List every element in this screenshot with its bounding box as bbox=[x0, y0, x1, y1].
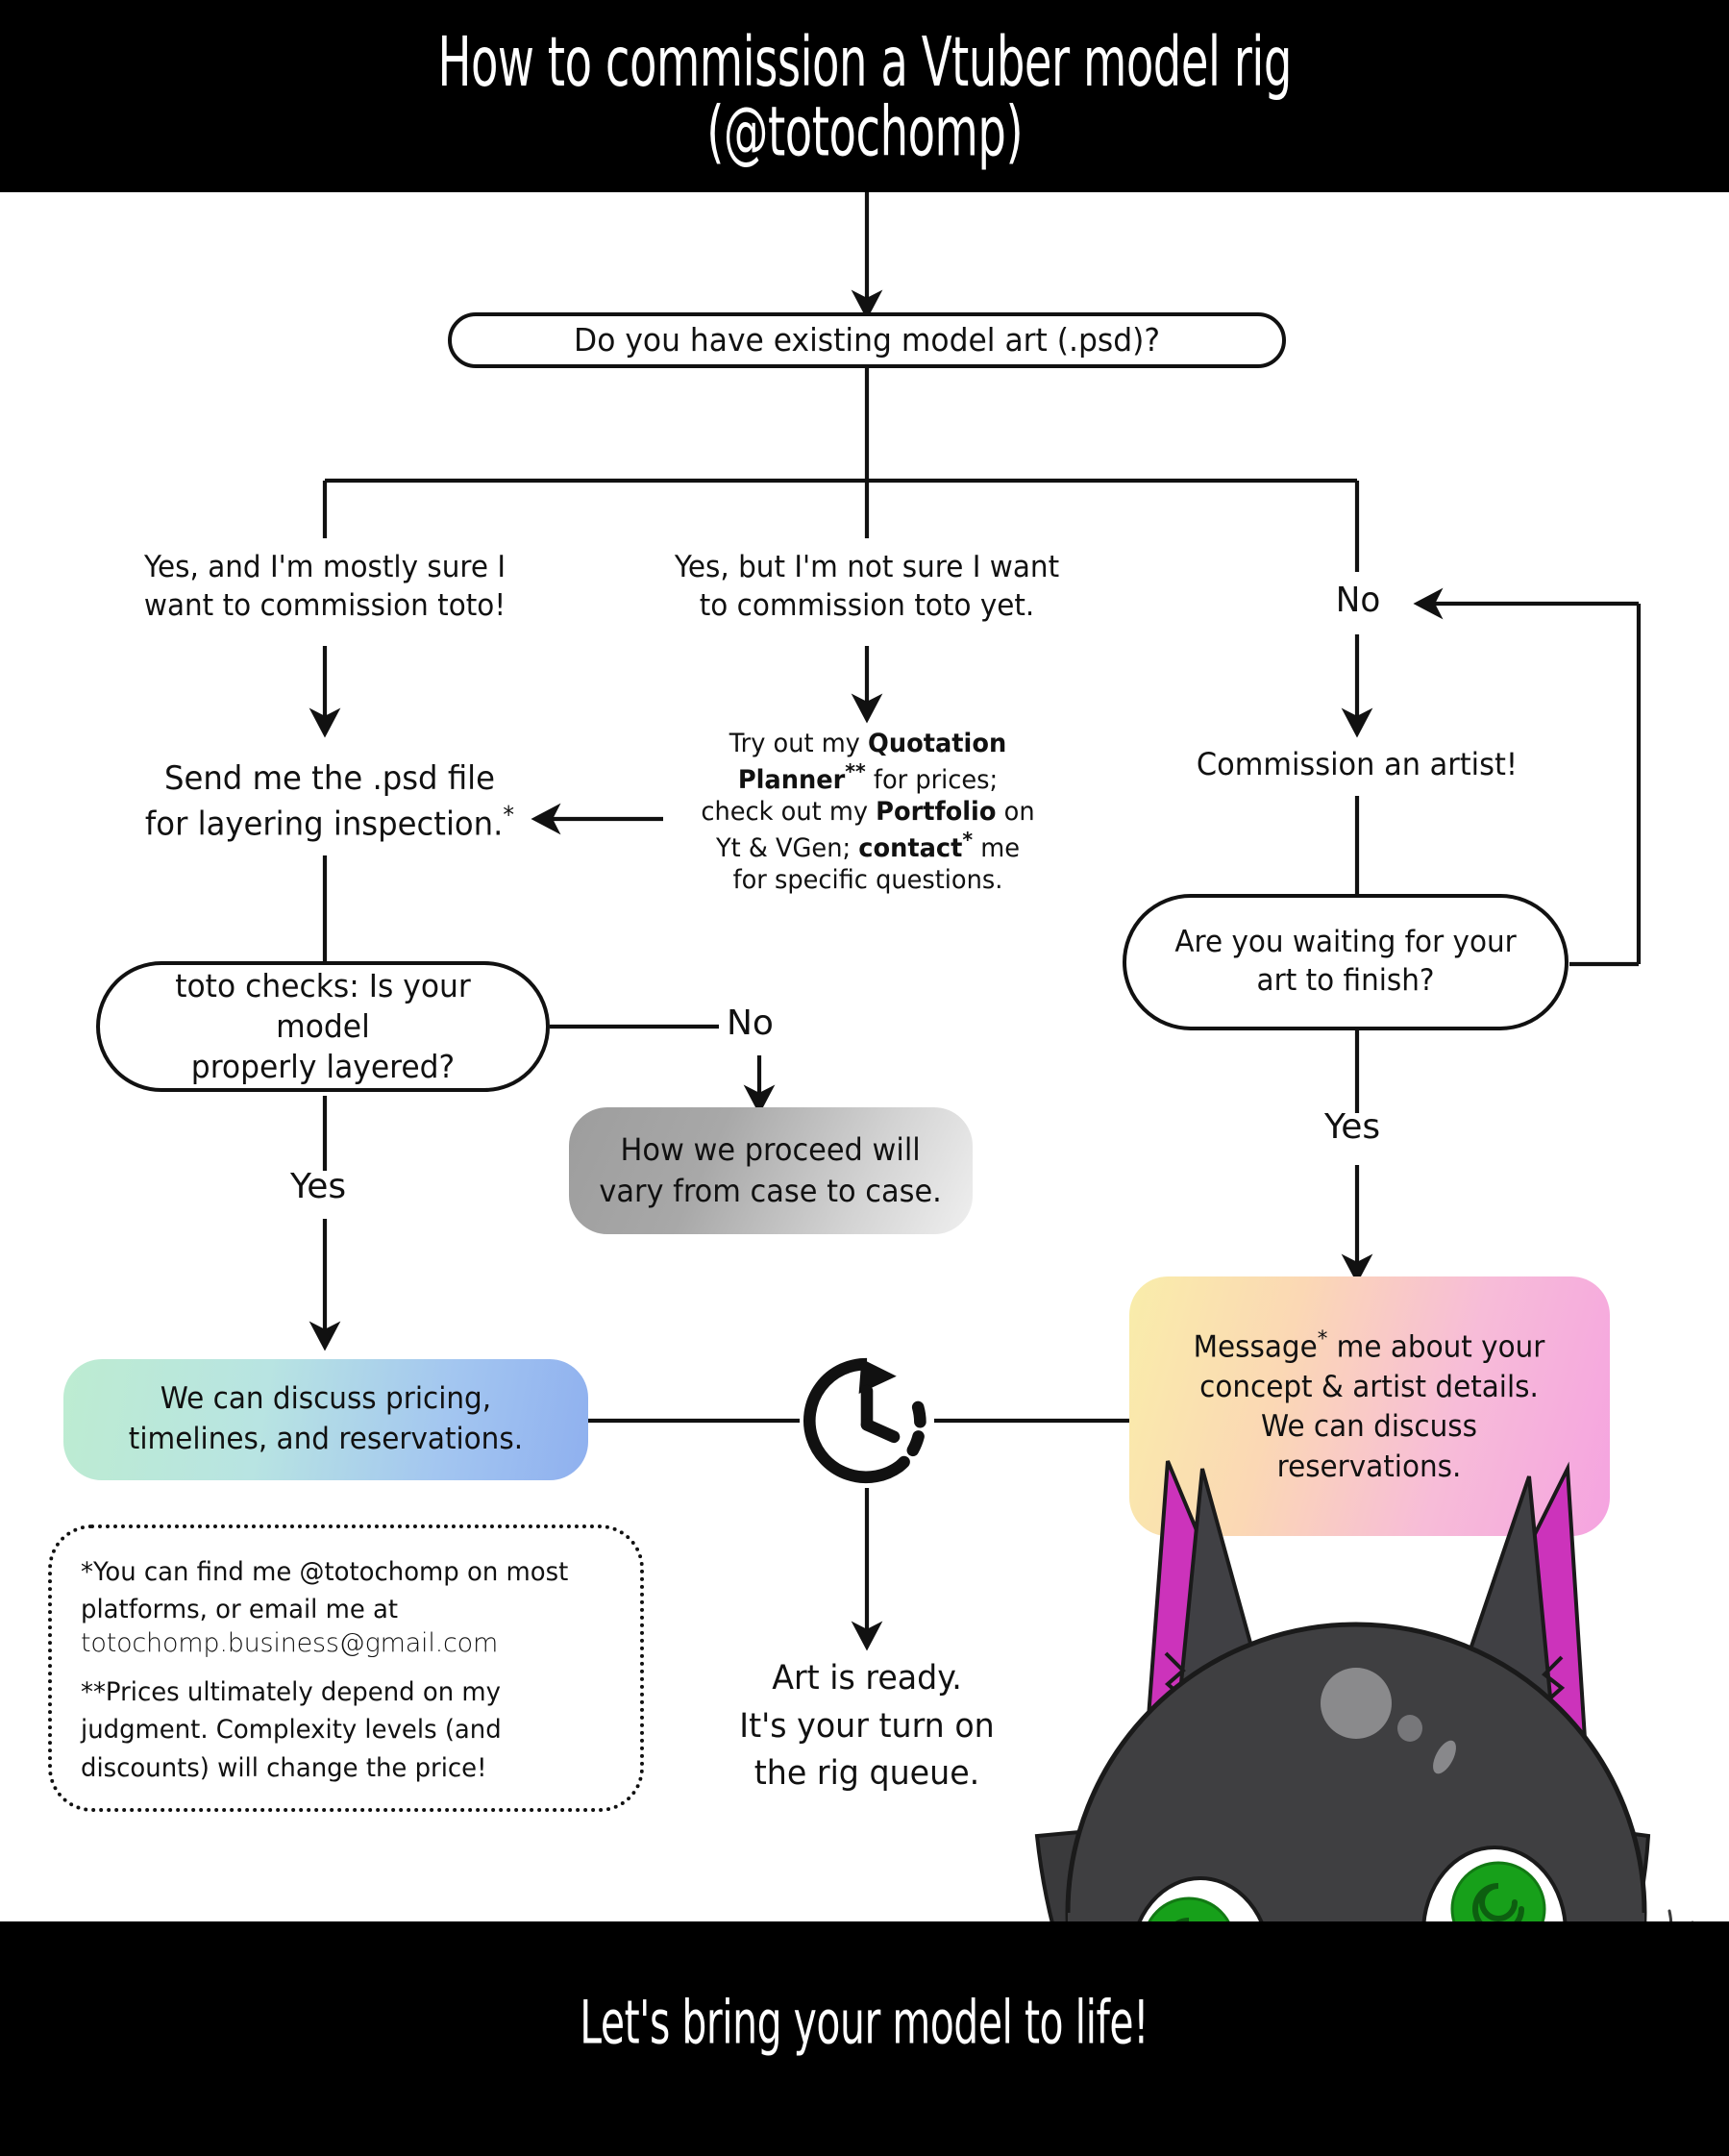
branch-label-middle: Yes, but I'm not sure I want to commissi… bbox=[674, 550, 1060, 624]
decision-node-waiting-label: Are you waiting for your art to finish? bbox=[1174, 925, 1517, 998]
note-case-by-case-label: How we proceed will vary from case to ca… bbox=[599, 1131, 943, 1209]
footer-tagline: Let's bring your model to life! bbox=[580, 1988, 1149, 2058]
outcome-discuss-pricing: We can discuss pricing, timelines, and r… bbox=[63, 1359, 588, 1480]
advice-block-quotation: Try out my Quotation Planner** for price… bbox=[701, 729, 1035, 895]
decision-node-toto-checks-label: toto checks: Is your model properly laye… bbox=[175, 966, 471, 1086]
quotation-planner-bold-2: Planner bbox=[737, 764, 846, 795]
decision-node-existing-art-label: Do you have existing model art (.psd)? bbox=[574, 320, 1160, 359]
footnote-email: totochomp.business@gmail.com bbox=[81, 1628, 499, 1659]
edge-label-check-no: No bbox=[727, 1004, 774, 1043]
branch-label-left: Yes, and I'm mostly sure I want to commi… bbox=[143, 550, 506, 624]
edge-label-check-yes: Yes bbox=[290, 1167, 347, 1206]
action-send-psd: Send me the .psd file for layering inspe… bbox=[144, 759, 515, 844]
outcome-message-about-concept: Message* me about your concept & artist … bbox=[1129, 1276, 1610, 1536]
quotation-planner-bold-1: Quotation bbox=[868, 729, 1007, 758]
action-commission-artist: Commission an artist! bbox=[1196, 746, 1519, 782]
note-case-by-case: How we proceed will vary from case to ca… bbox=[569, 1107, 973, 1234]
page-title-line1: How to commission a Vtuber model rig bbox=[437, 22, 1292, 103]
edge-label-waiting-yes: Yes bbox=[1324, 1107, 1381, 1147]
footnote-one: *You can find me @totochomp on most plat… bbox=[81, 1553, 613, 1658]
outcome-art-ready: Art is ready. It's your turn on the rig … bbox=[739, 1659, 995, 1794]
footnotes-box: *You can find me @totochomp on most plat… bbox=[48, 1524, 644, 1812]
outcome-discuss-pricing-label: We can discuss pricing, timelines, and r… bbox=[128, 1381, 524, 1456]
contact-bold: contact bbox=[858, 832, 963, 863]
decision-node-toto-checks[interactable]: toto checks: Is your model properly laye… bbox=[96, 961, 550, 1092]
header-banner: How to commission a Vtuber model rig (@t… bbox=[0, 0, 1729, 192]
footer-banner: Let's bring your model to life! bbox=[0, 1921, 1729, 2156]
decision-node-waiting-for-art[interactable]: Are you waiting for your art to finish? bbox=[1123, 894, 1568, 1030]
outcome-message-label: Message* me about your concept & artist … bbox=[1194, 1326, 1545, 1484]
decision-node-existing-art[interactable]: Do you have existing model art (.psd)? bbox=[448, 312, 1286, 368]
clock-waiting-icon bbox=[803, 1357, 926, 1484]
branch-label-right-no: No bbox=[1335, 581, 1381, 620]
portfolio-bold: Portfolio bbox=[876, 796, 997, 827]
footnote-two: **Prices ultimately depend on my judgmen… bbox=[81, 1677, 502, 1783]
page-title-line2: (@totochomp) bbox=[706, 92, 1023, 172]
page-title: How to commission a Vtuber model rig (@t… bbox=[437, 22, 1292, 172]
